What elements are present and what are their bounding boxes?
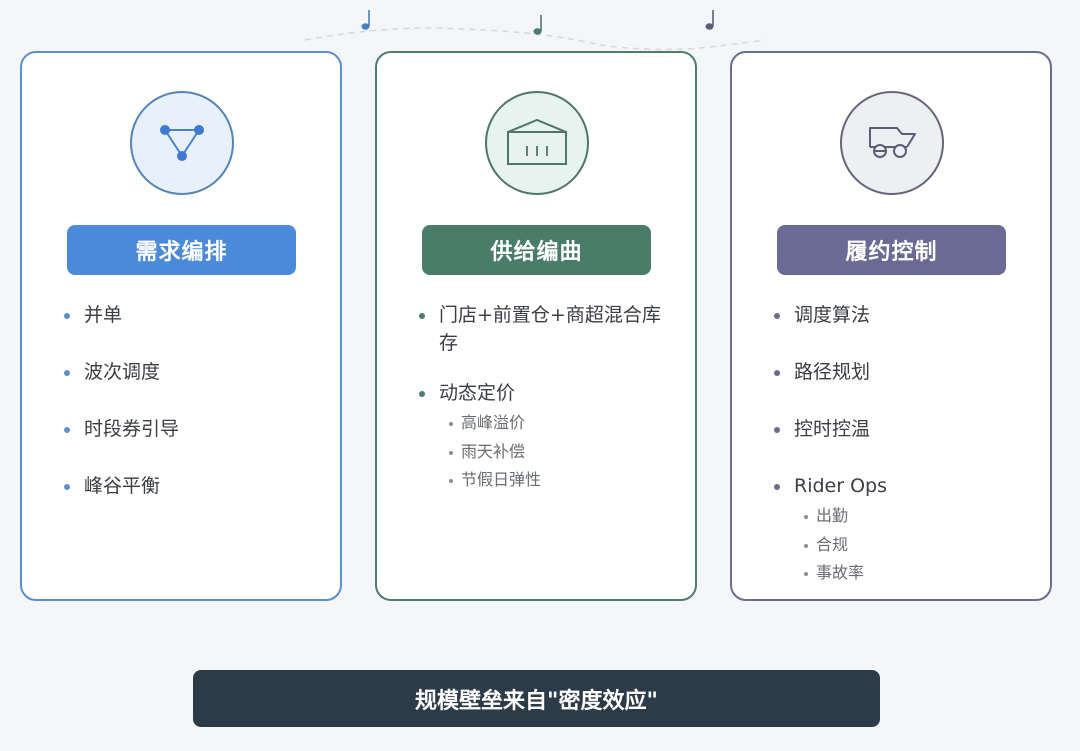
list-item: 时段券引导 (62, 415, 320, 443)
sub-list-item: 高峰溢价 (449, 409, 665, 438)
list-item-label: 路径规划 (794, 361, 871, 383)
list-item-label: 峰谷平衡 (84, 475, 161, 497)
list-item: 路径规划 (772, 358, 1030, 386)
bullet-dot (64, 484, 70, 490)
bullet-dot (774, 427, 780, 433)
list-item: 动态定价 高峰溢价 雨天补偿 节假日弹性 (417, 379, 665, 495)
list-item-label: 调度算法 (794, 304, 871, 326)
card-title: 需求编排 (67, 225, 296, 275)
feature-list: 门店+前置仓+商超混合库存 动态定价 高峰溢价 雨天补偿 节假日弹性 (417, 301, 665, 517)
list-item: Rider Ops 出勤 合规 事故率 (772, 472, 1030, 588)
bullet-dot (64, 313, 70, 319)
list-item: 并单 (62, 301, 320, 329)
card-title: 履约控制 (777, 225, 1006, 275)
list-item-label: 控时控温 (794, 418, 871, 440)
music-note-green-icon (533, 15, 542, 35)
card-fulfillment-control: 履约控制 调度算法 路径规划 控时控温 Rider Ops 出勤 合规 事故率 (730, 51, 1052, 601)
bullet-dot (419, 391, 425, 397)
sub-list-item: 事故率 (804, 559, 1030, 588)
sub-list-item: 节假日弹性 (449, 466, 665, 495)
feature-list: 调度算法 路径规划 控时控温 Rider Ops 出勤 合规 事故率 (772, 301, 1030, 617)
bullet-dot (774, 313, 780, 319)
footer-banner: 规模壁垒来自"密度效应" (193, 670, 880, 727)
list-item: 调度算法 (772, 301, 1030, 329)
list-item-label: Rider Ops (794, 475, 887, 497)
list-item: 控时控温 (772, 415, 1030, 443)
music-note-blue-icon (361, 10, 370, 30)
sub-list-item: 合规 (804, 531, 1030, 560)
card-demand-orchestration: 需求编排 并单 波次调度 时段券引导 峰谷平衡 (20, 51, 342, 601)
card-title: 供给编曲 (422, 225, 651, 275)
list-item-label: 动态定价 (439, 382, 516, 404)
list-item-label: 并单 (84, 304, 123, 326)
sub-list-item: 雨天补偿 (449, 438, 665, 467)
list-item: 峰谷平衡 (62, 472, 320, 500)
list-item: 波次调度 (62, 358, 320, 386)
list-item: 门店+前置仓+商超混合库存 (417, 301, 665, 357)
sub-list: 高峰溢价 雨天补偿 节假日弹性 (439, 409, 665, 495)
list-item-label: 波次调度 (84, 361, 161, 383)
warehouse-icon (485, 91, 589, 195)
list-item-label: 时段券引导 (84, 418, 180, 440)
card-supply-arrangement: 供给编曲 门店+前置仓+商超混合库存 动态定价 高峰溢价 雨天补偿 节假日弹性 (375, 51, 697, 601)
sub-list-item: 出勤 (804, 502, 1030, 531)
truck-icon (840, 91, 944, 195)
bullet-dot (774, 370, 780, 376)
music-note-purple-icon (705, 10, 714, 30)
network-triangle-icon (130, 91, 234, 195)
bullet-dot (64, 370, 70, 376)
bullet-dot (774, 484, 780, 490)
sub-list: 出勤 合规 事故率 (794, 502, 1030, 588)
bullet-dot (64, 427, 70, 433)
feature-list: 并单 波次调度 时段券引导 峰谷平衡 (62, 301, 320, 529)
list-item-label: 门店+前置仓+商超混合库存 (439, 304, 661, 354)
bullet-dot (419, 313, 425, 319)
